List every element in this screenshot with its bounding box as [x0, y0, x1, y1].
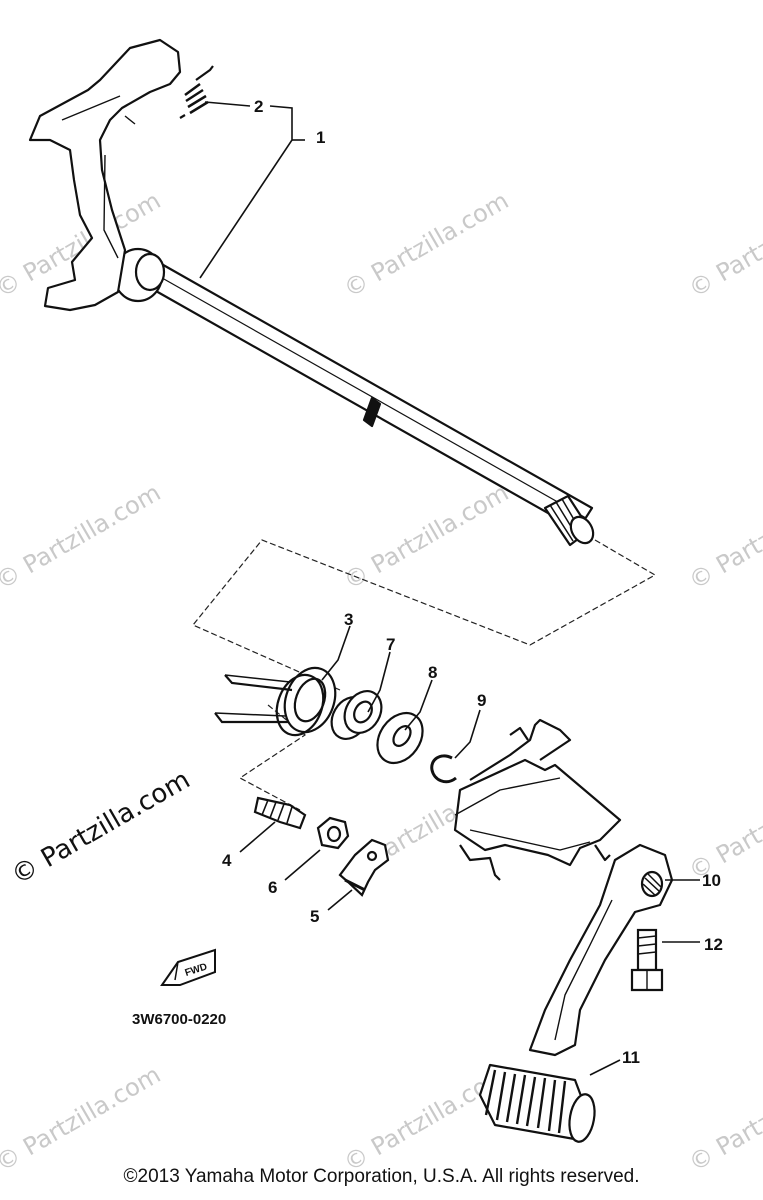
watermark: © Partzilla.com — [684, 186, 763, 303]
watermark: © Partzilla.com — [684, 478, 763, 595]
watermark: © Partzilla.com — [0, 1060, 165, 1177]
pedal-rubber-part-11 — [478, 1063, 596, 1143]
watermark: © Partzilla.com — [684, 1060, 763, 1177]
nut-part-6 — [316, 816, 350, 850]
leader-lines — [199, 101, 700, 1076]
shift-pedal — [478, 843, 674, 1143]
callout-5: 5 — [310, 907, 319, 926]
copyright-notice: ©2013 Yamaha Motor Corporation, U.S.A. A… — [123, 1166, 640, 1187]
assembly-guides — [192, 539, 657, 811]
watermark: © Partzilla.com — [684, 768, 763, 885]
lever-plate — [453, 718, 622, 881]
callout-4: 4 — [222, 851, 232, 870]
fwd-arrow-icon: FWD — [160, 948, 216, 986]
callout-6: 6 — [268, 878, 277, 897]
lock-plate-part-5 — [338, 838, 390, 897]
callout-9: 9 — [477, 691, 486, 710]
callout-3: 3 — [344, 610, 353, 629]
spring-part-2 — [179, 65, 214, 119]
callout-2: 2 — [254, 97, 263, 116]
torsion-spring-part-3 — [214, 666, 337, 737]
callout-10: 10 — [702, 871, 721, 890]
bolt-part-12 — [630, 928, 664, 992]
circlip-part-9 — [430, 754, 457, 784]
callout-1: 1 — [316, 128, 325, 147]
callout-8: 8 — [428, 663, 437, 682]
callouts: 1 2 3 4 5 6 7 8 9 10 11 12 — [222, 97, 723, 1067]
watermark-dark: © Partzilla.com — [7, 765, 196, 891]
callout-12: 12 — [704, 935, 723, 954]
shift-shaft — [28, 38, 595, 547]
callout-11: 11 — [622, 1048, 640, 1067]
callout-7: 7 — [386, 635, 395, 654]
diagram-code: 3W6700-0220 — [132, 1011, 226, 1028]
collar-part-7 — [330, 690, 383, 740]
watermark: © Partzilla.com — [339, 186, 513, 303]
washer-part-8 — [376, 711, 424, 765]
watermark: © Partzilla.com — [339, 478, 513, 595]
watermark: © Partzilla.com — [0, 478, 165, 595]
stud-part-4 — [253, 796, 307, 830]
